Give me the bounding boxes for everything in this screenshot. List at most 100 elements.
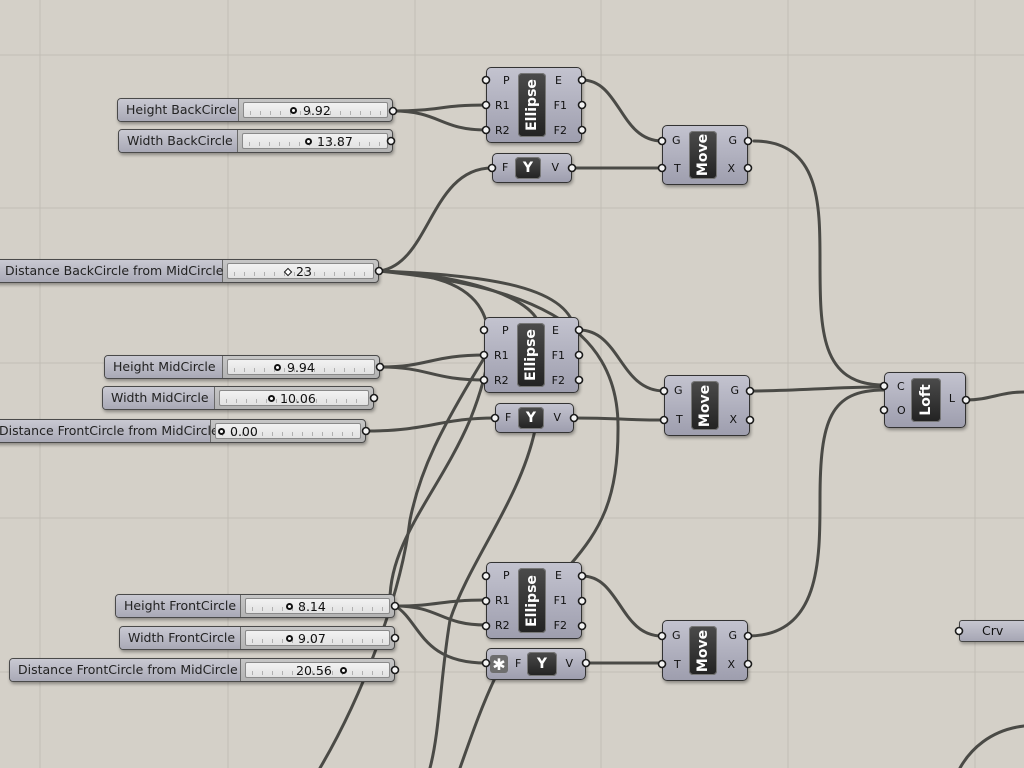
input-port-o[interactable]: O	[897, 404, 906, 417]
slider-value: 9.92	[303, 103, 331, 118]
slider-knob[interactable]	[305, 138, 312, 145]
component-title-text: Loft	[918, 384, 934, 416]
slider-label: Height FrontCircle	[116, 595, 241, 617]
component-title-text: Move	[695, 629, 711, 672]
output-port-v[interactable]: V	[551, 161, 559, 174]
move-component-back[interactable]: G T Move G X	[662, 125, 748, 185]
component-title: Ellipse	[517, 323, 545, 387]
move-component-front[interactable]: G T Move G X	[662, 620, 748, 681]
output-port-v[interactable]: V	[565, 657, 573, 670]
input-port-g[interactable]: G	[672, 134, 681, 147]
input-port-c[interactable]: C	[897, 380, 905, 393]
input-port-f[interactable]: F	[502, 161, 509, 174]
input-port-r2[interactable]: R2	[495, 124, 510, 137]
slider-knob[interactable]	[340, 667, 347, 674]
slider-value: 9.07	[298, 631, 326, 646]
component-title: Move	[691, 381, 719, 430]
slider-knob[interactable]	[268, 395, 275, 402]
slider-value: 20.56	[296, 663, 332, 678]
slider-knob[interactable]	[218, 428, 225, 435]
output-port-g[interactable]: G	[728, 134, 737, 147]
input-port-r1[interactable]: R1	[495, 99, 510, 112]
output-port-g[interactable]: G	[728, 629, 737, 642]
output-port-f2[interactable]: F2	[553, 124, 567, 137]
input-port-p[interactable]: P	[503, 569, 510, 582]
loft-component[interactable]: C O Loft L	[884, 372, 966, 428]
slider-knob[interactable]	[274, 364, 281, 371]
slider-ticks	[250, 111, 381, 115]
slider-value: 9.94	[287, 360, 315, 375]
output-port-f1[interactable]: F1	[551, 349, 565, 362]
slider-width-frontcircle[interactable]: Width FrontCircle 9.07	[119, 626, 395, 650]
slider-track[interactable]: 10.06	[219, 390, 369, 406]
component-title-text: Ellipse	[523, 329, 539, 381]
unit-y-component-front[interactable]: ✱ F Y V	[486, 648, 586, 680]
output-port-f2[interactable]: F2	[551, 374, 565, 387]
output-port-x[interactable]: X	[727, 658, 735, 671]
output-port-v[interactable]: V	[553, 411, 561, 424]
output-port-l[interactable]: L	[948, 392, 955, 405]
output-port-g[interactable]: G	[730, 384, 739, 397]
input-port-t[interactable]: T	[676, 413, 683, 426]
slider-knob[interactable]	[286, 635, 293, 642]
slider-height-backcircle[interactable]: Height BackCircle 9.92	[117, 98, 393, 122]
component-title-text: Y	[522, 160, 534, 176]
slider-knob[interactable]	[290, 107, 297, 114]
slider-width-backcircle[interactable]: Width BackCircle 13.87	[118, 129, 393, 153]
input-port-g[interactable]: G	[672, 629, 681, 642]
slider-track[interactable]: 8.14	[245, 598, 390, 614]
slider-value: 8.14	[298, 599, 326, 614]
output-port-x[interactable]: X	[727, 162, 735, 175]
output-port-f2[interactable]: F2	[553, 619, 567, 632]
input-port-r1[interactable]: R1	[494, 349, 509, 362]
unit-y-component-back[interactable]: F Y V	[492, 153, 572, 183]
slider-track[interactable]: 0.00	[215, 423, 361, 439]
output-port-x[interactable]: X	[729, 413, 737, 426]
slider-distance-frontcircle[interactable]: Distance FrontCircle from MidCircle 20.5…	[9, 658, 395, 682]
move-component-mid[interactable]: G T Move G X	[664, 375, 750, 436]
input-port-f[interactable]: F	[515, 657, 522, 670]
curve-parameter[interactable]: Crv	[959, 620, 1024, 642]
output-port-e[interactable]: E	[555, 74, 562, 87]
slider-label: Distance FrontCircle from MidCircle	[0, 420, 219, 442]
input-port-t[interactable]: T	[674, 658, 681, 671]
slider-knob[interactable]	[286, 603, 293, 610]
input-port-f[interactable]: F	[505, 411, 512, 424]
input-port-g[interactable]: G	[674, 384, 683, 397]
slider-value: 0.00	[230, 424, 258, 439]
slider-label: Width BackCircle	[119, 130, 238, 152]
ellipse-component-mid[interactable]: P R1 R2 Ellipse E F1 F2	[484, 317, 579, 393]
ellipse-component-back[interactable]: P R1 R2 Ellipse E F1 F2	[486, 67, 582, 143]
slider-ticks	[234, 368, 368, 372]
slider-label: Distance FrontCircle from MidCircle	[10, 659, 241, 681]
slider-ticks	[252, 671, 383, 675]
slider-track[interactable]: 9.07	[245, 630, 390, 646]
slider-distance-backcircle[interactable]: Distance BackCircle from MidCircle 23	[0, 259, 379, 283]
input-port-p[interactable]: P	[503, 74, 510, 87]
output-port-f1[interactable]: F1	[553, 594, 567, 607]
slider-track[interactable]: 23	[227, 263, 374, 279]
slider-height-midcircle[interactable]: Height MidCircle 9.94	[104, 355, 380, 379]
input-port-r2[interactable]: R2	[495, 619, 510, 632]
slider-width-midcircle[interactable]: Width MidCircle 10.06	[102, 386, 374, 410]
input-port-p[interactable]: P	[502, 324, 509, 337]
component-title: Y	[518, 407, 544, 429]
unit-y-component-mid[interactable]: F Y V	[495, 403, 574, 433]
slider-distance-frontcircle-top[interactable]: Distance FrontCircle from MidCircle 0.00	[0, 419, 366, 443]
slider-track[interactable]: 9.94	[227, 359, 375, 375]
slider-track[interactable]: 20.56	[245, 662, 390, 678]
input-port-r1[interactable]: R1	[495, 594, 510, 607]
component-title-text: Ellipse	[524, 574, 540, 627]
input-port-t[interactable]: T	[674, 162, 681, 175]
slider-track[interactable]: 13.87	[242, 133, 388, 149]
input-port-r2[interactable]: R2	[494, 374, 509, 387]
slider-track[interactable]: 9.92	[243, 102, 388, 118]
slider-value: 10.06	[280, 391, 316, 406]
ellipse-component-front[interactable]: P R1 R2 Ellipse E F1 F2	[486, 562, 582, 639]
output-port-f1[interactable]: F1	[553, 99, 567, 112]
output-port-e[interactable]: E	[555, 569, 562, 582]
slider-height-frontcircle[interactable]: Height FrontCircle 8.14	[115, 594, 395, 618]
output-port-e[interactable]: E	[552, 324, 559, 337]
component-title: Move	[689, 626, 717, 675]
